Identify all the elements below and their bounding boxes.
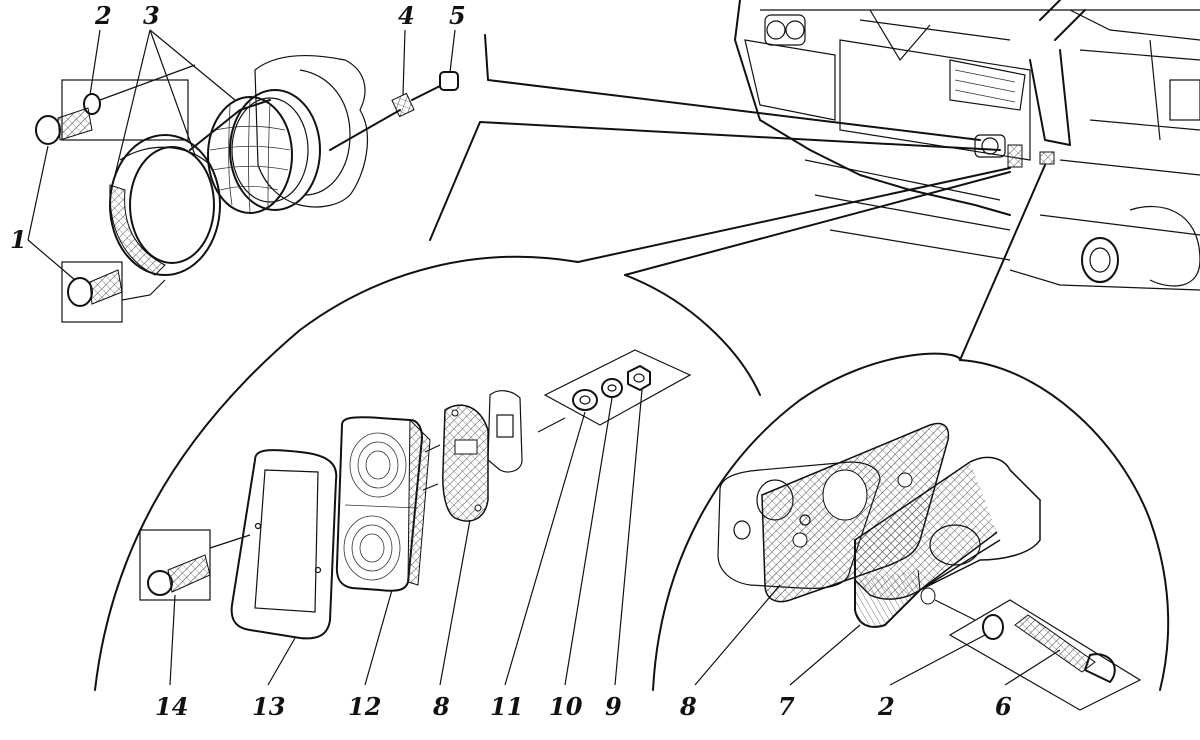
callout-6: 6	[995, 692, 1012, 721]
tail-lamp-rim-frame	[230, 449, 338, 640]
lock-washer	[83, 93, 101, 115]
headlamp-housing	[229, 89, 321, 211]
callout-10: 10	[549, 692, 583, 721]
spring-washer	[601, 378, 623, 398]
callout-12: 12	[348, 692, 381, 721]
callout-9: 9	[605, 692, 622, 721]
screw-group-box-upper	[61, 79, 189, 141]
callout-3: 3	[143, 1, 160, 30]
callout-11: 11	[490, 692, 523, 721]
callout-1: 1	[10, 225, 27, 254]
nut-group-box	[543, 349, 692, 426]
tail-lamp-gasket	[442, 404, 489, 522]
tail-lamp-mounting-plate	[487, 390, 523, 473]
callout-2-side: 2	[877, 692, 895, 721]
callout-7: 7	[778, 692, 795, 721]
tail-lamp-assembly	[139, 349, 692, 686]
adjuster-cap	[439, 71, 459, 91]
callout-14: 14	[155, 692, 188, 721]
vehicle-mounted-side-lamp	[1039, 151, 1055, 165]
headlamp-screw-lower	[67, 277, 93, 307]
adjuster-spring	[391, 92, 415, 118]
tail-lamp-detail-arc	[94, 255, 579, 691]
callout-4: 4	[398, 1, 415, 30]
callout-labels: 1 2 3 4 5 14 13 12 8 11 10 9 8 7 2 6	[10, 1, 1012, 721]
callout-13: 13	[252, 692, 285, 721]
headlamp-assembly	[27, 29, 459, 323]
vehicle-lamp-left	[764, 14, 806, 46]
vehicle-wheel-hub	[1081, 237, 1119, 283]
flat-washer	[572, 389, 598, 411]
vehicle-mounted-headlamp	[974, 134, 1006, 158]
side-lamp-screw	[1084, 653, 1116, 683]
side-lamp-detail-arc	[652, 352, 961, 691]
side-lamp-detail-arc-right	[959, 359, 1170, 691]
tail-lamp-detail-arc-right	[624, 274, 761, 396]
callout-8-side: 8	[679, 692, 697, 721]
callout-2-headlamp: 2	[94, 1, 112, 30]
adjuster-rod	[329, 109, 401, 151]
side-screw-box	[948, 599, 1142, 711]
callout-8-tail: 8	[432, 692, 450, 721]
side-lamp-assembly	[694, 422, 1142, 711]
side-lamp-lock-washer	[982, 614, 1004, 640]
hex-nut	[627, 365, 651, 391]
headlamp-screw-upper	[35, 115, 61, 145]
vehicle-mounted-tail-lamp	[1007, 144, 1023, 168]
vehicle-side-panel	[1169, 79, 1200, 121]
vehicle-mirror-bracket	[1029, 0, 1086, 146]
callout-5: 5	[449, 1, 466, 30]
leader-lines	[429, 34, 1046, 361]
headlamp-lens	[207, 96, 293, 214]
vehicle-grille-box	[949, 59, 1026, 111]
vehicle-front-view	[734, 0, 1200, 291]
